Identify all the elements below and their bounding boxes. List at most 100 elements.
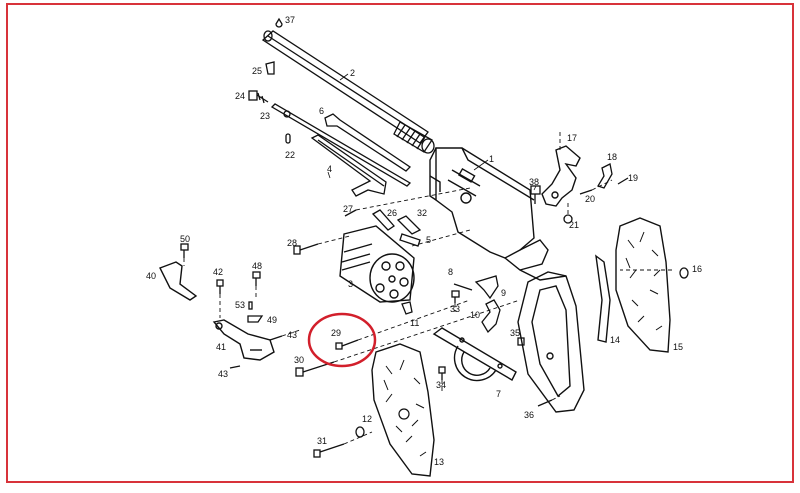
part-4-lever-assembly xyxy=(310,134,387,197)
callout-2: 2 xyxy=(350,68,355,78)
callout-36: 36 xyxy=(524,410,534,420)
part-22-pin xyxy=(285,133,291,144)
part-43-pin-a xyxy=(269,335,283,341)
callout-43-left: 43 xyxy=(218,369,228,379)
callout-34: 34 xyxy=(436,380,446,390)
callout-14: 14 xyxy=(610,335,620,345)
part-1-frame xyxy=(429,147,567,281)
callout-10: 10 xyxy=(470,310,480,320)
callout-30: 30 xyxy=(294,355,304,365)
part-15-grip-frame xyxy=(517,271,585,413)
callout-50: 50 xyxy=(180,234,190,244)
callout-25: 25 xyxy=(252,66,262,76)
part-37-nut xyxy=(275,17,283,28)
part-16-escutcheon xyxy=(679,267,689,279)
part-10-trigger xyxy=(481,299,501,334)
page-border xyxy=(6,3,794,483)
callout-48: 48 xyxy=(252,261,262,271)
right-grip-panel xyxy=(615,217,671,353)
part-24-screw xyxy=(248,90,269,104)
callout-16: 16 xyxy=(692,264,702,274)
part-6-loading-lever xyxy=(324,113,412,172)
part-50-screw xyxy=(180,243,189,258)
part-53-pin xyxy=(248,301,253,310)
callout-23: 23 xyxy=(260,111,270,121)
callout-41: 41 xyxy=(216,342,226,352)
part-38-screw xyxy=(530,185,541,204)
part-29-screw xyxy=(335,339,359,350)
callout-labels: 37 2 25 24 23 6 22 4 1 17 18 19 38 20 21… xyxy=(146,15,702,467)
callout-29: 29 xyxy=(331,328,341,338)
callout-3: 3 xyxy=(348,279,353,289)
part-41-arm xyxy=(212,319,275,361)
callout-7: 7 xyxy=(496,389,501,399)
part-2-barrel xyxy=(261,30,435,154)
callout-49: 49 xyxy=(267,315,277,325)
part-8-screw xyxy=(453,283,473,291)
callout-6: 6 xyxy=(319,106,324,116)
callout-19: 19 xyxy=(628,173,638,183)
part-33-screw xyxy=(451,290,460,303)
callout-18: 18 xyxy=(607,152,617,162)
part-9-bolt-spring xyxy=(474,275,499,300)
callout-27: 27 xyxy=(343,204,353,214)
callout-11: 11 xyxy=(410,318,419,328)
part-20-pin xyxy=(579,189,593,195)
leader-lines xyxy=(327,73,537,191)
callout-53: 53 xyxy=(235,300,245,310)
callout-40: 40 xyxy=(146,271,156,281)
callout-8: 8 xyxy=(448,267,453,277)
part-18-bolt xyxy=(597,163,613,189)
part-11-nipple xyxy=(401,301,413,315)
callout-35: 35 xyxy=(510,328,520,338)
callout-22: 22 xyxy=(285,150,295,160)
part-35-screw xyxy=(517,337,525,346)
part-23-loading-rod xyxy=(270,103,412,187)
callout-28: 28 xyxy=(287,238,297,248)
part-36-pin xyxy=(537,399,553,407)
part-34-screw xyxy=(438,366,446,380)
part-42-screw xyxy=(216,279,224,294)
part-19-screw xyxy=(617,177,629,185)
callout-37: 37 xyxy=(285,15,295,25)
callout-32: 32 xyxy=(417,208,427,218)
part-40-bracket xyxy=(159,261,198,301)
part-21-screw xyxy=(563,214,573,224)
callout-17: 17 xyxy=(567,133,577,143)
part-28-screw xyxy=(293,243,319,255)
callout-15: 15 xyxy=(673,342,683,352)
part-14-backstrap xyxy=(595,254,611,343)
left-grip-panel xyxy=(371,343,435,477)
callout-13: 13 xyxy=(434,457,444,467)
callout-5: 5 xyxy=(426,235,431,245)
callout-26: 26 xyxy=(387,208,397,218)
callout-12: 12 xyxy=(362,414,372,424)
callout-20: 20 xyxy=(585,194,595,204)
callout-21: 21 xyxy=(569,220,579,230)
callout-33: 33 xyxy=(450,304,460,314)
part-25-front-sight xyxy=(265,61,275,75)
part-5-link xyxy=(399,233,421,247)
part-12-escutcheon xyxy=(355,426,365,438)
part-3-cylinder xyxy=(339,225,415,303)
callout-24: 24 xyxy=(235,91,245,101)
assembly-lines xyxy=(183,130,672,445)
part-49-spring xyxy=(247,315,264,323)
part-7-trigger-guard xyxy=(432,327,517,382)
callout-43-right: 43 xyxy=(287,330,297,340)
part-26-hand xyxy=(371,209,395,231)
part-43-pin-b xyxy=(229,365,241,369)
callout-38: 38 xyxy=(529,177,539,187)
callout-4: 4 xyxy=(327,164,332,174)
callout-1: 1 xyxy=(489,154,494,164)
callout-31: 31 xyxy=(317,436,327,446)
part-32-spring xyxy=(396,215,422,235)
part-27-pin xyxy=(344,209,357,217)
part-17-hammer xyxy=(541,145,581,207)
part-31-screw xyxy=(313,443,345,458)
callout-9: 9 xyxy=(501,288,506,298)
callout-42: 42 xyxy=(213,267,223,277)
part-48-screw xyxy=(252,271,261,286)
